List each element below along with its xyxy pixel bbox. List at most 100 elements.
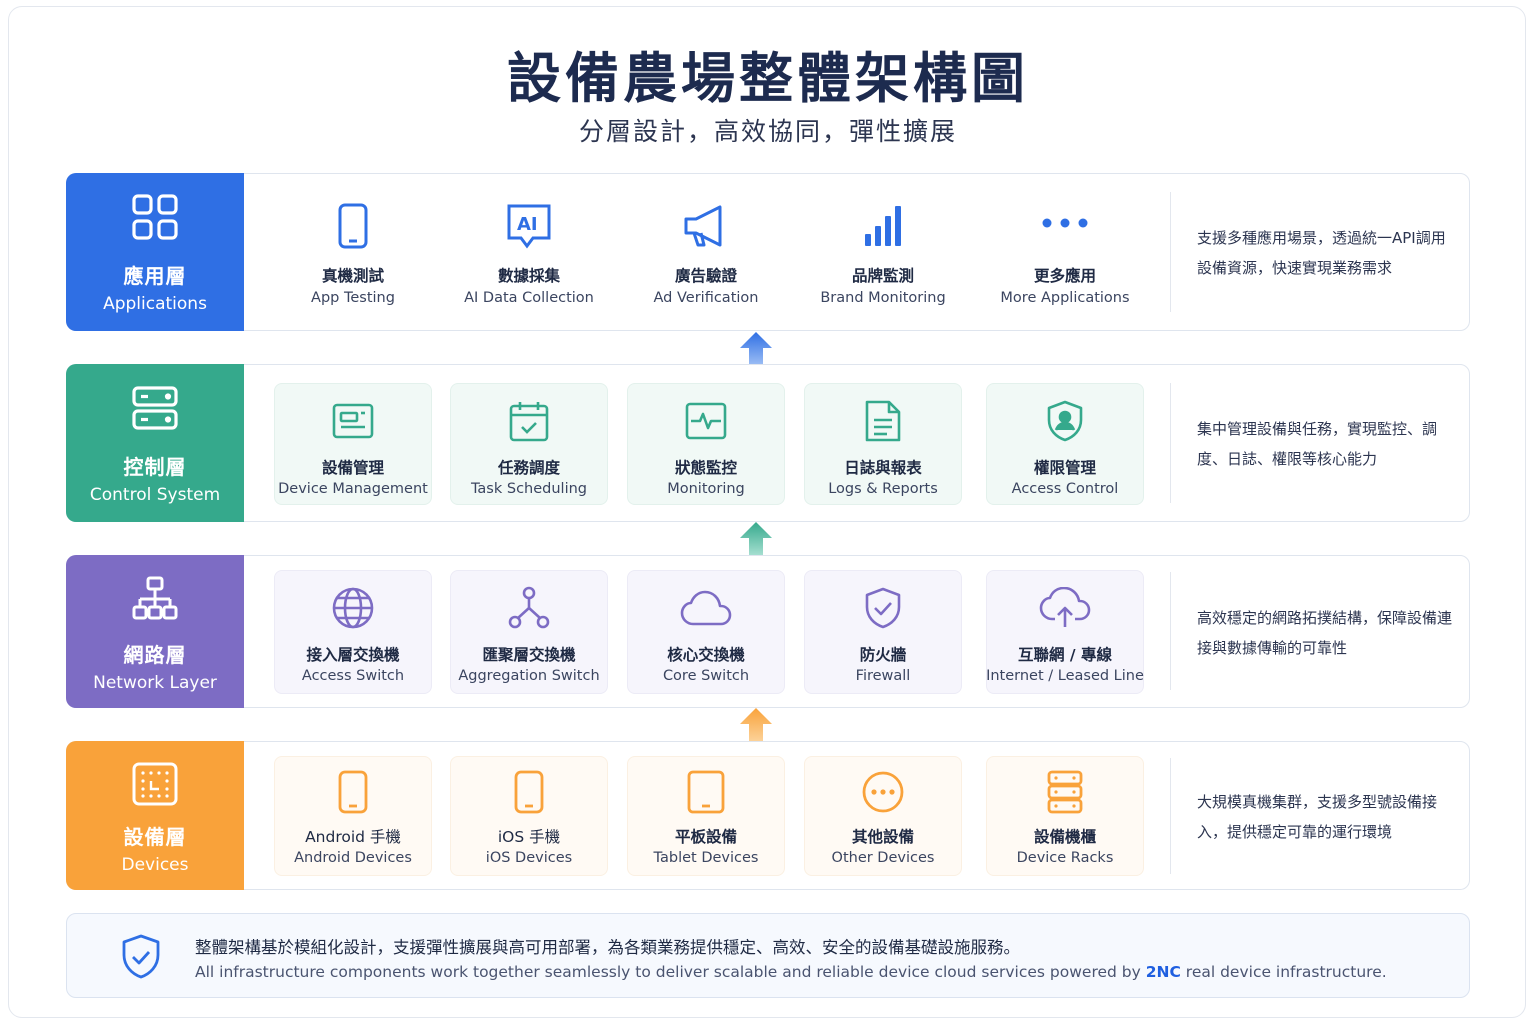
item-label-zh: 互聯網 / 專線: [1018, 646, 1112, 664]
item-label-zh: 設備機櫃: [1033, 828, 1096, 846]
app-item-app-testing[interactable]: 真機測試 App Testing: [274, 174, 432, 330]
item-label-en: Task Scheduling: [470, 481, 588, 497]
item-label-zh: Android 手機: [305, 828, 401, 846]
item-label-zh: 日誌與報表: [844, 459, 922, 477]
control-item-device-management[interactable]: 設備管理 Device Management: [274, 383, 432, 505]
layer-devices: 設備層 Devices Android 手機 Android Devices i…: [66, 741, 1470, 890]
item-label-en: Access Control: [1011, 481, 1119, 497]
arrow-up-icon: [740, 522, 772, 556]
item-label-en: AI Data Collection: [464, 290, 594, 306]
device-manage-icon: [275, 396, 431, 446]
more-circle-icon: [805, 767, 961, 817]
item-label-en: Logs & Reports: [828, 481, 938, 497]
network-item-aggregation-switch[interactable]: 匯聚層交換機 Aggregation Switch: [450, 570, 608, 694]
server-icon: [66, 384, 244, 436]
layer-description: 高效穩定的網路拓撲結構，保障設備連接與數據傳輸的可靠性: [1197, 609, 1453, 657]
ai-icon: AI: [450, 201, 608, 251]
network-item-firewall[interactable]: 防火牆 Firewall: [804, 570, 962, 694]
item-label-zh: 廣告驗證: [674, 267, 737, 285]
item-label-zh: 數據採集: [497, 267, 560, 285]
app-item-ad-verification[interactable]: 廣告驗證 Ad Verification: [627, 174, 785, 330]
pulse-monitor-icon: [628, 396, 784, 446]
control-item-monitoring[interactable]: 狀態監控 Monitoring: [627, 383, 785, 505]
megaphone-icon: [627, 201, 785, 251]
android-phone-icon: [275, 767, 431, 817]
item-label-zh: 品牌監測: [851, 267, 914, 285]
item-label-zh: 真機測試: [321, 267, 384, 285]
device-grid-icon: [66, 761, 244, 813]
phone-icon: [274, 201, 432, 251]
layer-label-control: 控制層 Control System: [66, 364, 244, 522]
footer-text-en-after: real device infrastructure.: [1180, 963, 1387, 981]
footer-text-en-before: All infrastructure components work toget…: [195, 963, 1146, 981]
item-label-en: Brand Monitoring: [820, 290, 946, 306]
svg-text:AI: AI: [517, 214, 538, 235]
app-item-brand-monitoring[interactable]: 品牌監測 Brand Monitoring: [804, 174, 962, 330]
control-item-task-scheduling[interactable]: 任務調度 Task Scheduling: [450, 383, 608, 505]
layer-name-en: Network Layer: [93, 673, 217, 693]
layer-label-devices: 設備層 Devices: [66, 741, 244, 890]
brand-name: 2NC: [1145, 963, 1181, 981]
layer-description: 大規模真機集群，支援多型號設備接入，提供穩定可靠的運行環境: [1197, 793, 1438, 841]
device-item-android[interactable]: Android 手機 Android Devices: [274, 756, 432, 876]
item-label-en: Android Devices: [294, 850, 412, 866]
item-label-en: Core Switch: [662, 668, 750, 684]
item-label-en: Ad Verification: [653, 290, 759, 306]
layer-description: 集中管理設備與任務，實現監控、調度、日誌、權限等核心能力: [1197, 420, 1438, 468]
item-label-zh: 權限管理: [1033, 459, 1096, 477]
layer-name-en: Applications: [103, 294, 207, 314]
item-label-en: Monitoring: [667, 481, 745, 497]
document-icon: [805, 396, 961, 446]
layer-name-zh: 網路層: [123, 643, 187, 667]
layer-network: 網路層 Network Layer 接入層交換機 Access Switch 匯…: [66, 555, 1470, 708]
arrow-up-icon: [740, 332, 772, 366]
network-item-core-switch[interactable]: 核心交換機 Core Switch: [627, 570, 785, 694]
layer-divider: [1170, 572, 1171, 690]
device-item-tablet[interactable]: 平板設備 Tablet Devices: [627, 756, 785, 876]
item-label-zh: 任務調度: [497, 459, 560, 477]
item-label-en: More Applications: [1000, 290, 1130, 306]
layer-divider: [1170, 758, 1171, 874]
layer-divider: [1170, 383, 1171, 503]
arrow-up-icon: [740, 708, 772, 742]
rack-icon: [987, 767, 1143, 817]
shield-check-icon: [805, 583, 961, 633]
shield-user-icon: [987, 396, 1143, 446]
layer-name-en: Control System: [89, 485, 221, 505]
network-item-access-switch[interactable]: 接入層交換機 Access Switch: [274, 570, 432, 694]
device-item-racks[interactable]: 設備機櫃 Device Racks: [986, 756, 1144, 876]
network-item-internet[interactable]: 互聯網 / 專線 Internet / Leased Line: [986, 570, 1144, 694]
control-item-access-control[interactable]: 權限管理 Access Control: [986, 383, 1144, 505]
layer-label-network: 網路層 Network Layer: [66, 555, 244, 708]
item-label-zh: 設備管理: [321, 459, 384, 477]
layer-name-en: Devices: [121, 855, 189, 875]
item-label-en: Device Racks: [1016, 850, 1114, 866]
network-tree-icon: [66, 575, 244, 627]
nodes-icon: [451, 583, 607, 633]
layer-applications: 應用層 Applications 真機測試 App Testing AI 數據採…: [66, 173, 1470, 331]
app-item-ai-data[interactable]: AI 數據採集 AI Data Collection: [450, 174, 608, 330]
item-label-en: iOS Devices: [485, 850, 573, 866]
bar-chart-icon: [804, 201, 962, 251]
item-label-zh: 防火牆: [859, 646, 907, 664]
page-title: 設備農場整體架構圖: [507, 47, 1029, 110]
app-item-more-applications[interactable]: 更多應用 More Applications: [986, 174, 1144, 330]
item-label-zh: iOS 手機: [497, 828, 561, 846]
layer-control: 控制層 Control System 設備管理 Device Managemen…: [66, 364, 1470, 522]
cloud-upload-icon: [987, 583, 1143, 633]
item-label-zh: 其他設備: [851, 828, 914, 846]
item-label-en: Firewall: [855, 668, 911, 684]
device-item-other[interactable]: 其他設備 Other Devices: [804, 756, 962, 876]
device-item-ios[interactable]: iOS 手機 iOS Devices: [450, 756, 608, 876]
item-label-zh: 狀態監控: [674, 459, 737, 477]
item-label-zh: 匯聚層交換機: [482, 646, 576, 664]
layer-name-zh: 設備層: [123, 825, 187, 849]
tablet-icon: [628, 767, 784, 817]
calendar-check-icon: [451, 396, 607, 446]
page-subtitle: 分層設計，高效協同，彈性擴展: [578, 117, 957, 146]
control-item-logs-reports[interactable]: 日誌與報表 Logs & Reports: [804, 383, 962, 505]
item-label-en: Access Switch: [301, 668, 405, 684]
grid-icon: [66, 193, 244, 245]
item-label-en: Internet / Leased Line: [986, 668, 1144, 684]
cloud-icon: [628, 583, 784, 633]
